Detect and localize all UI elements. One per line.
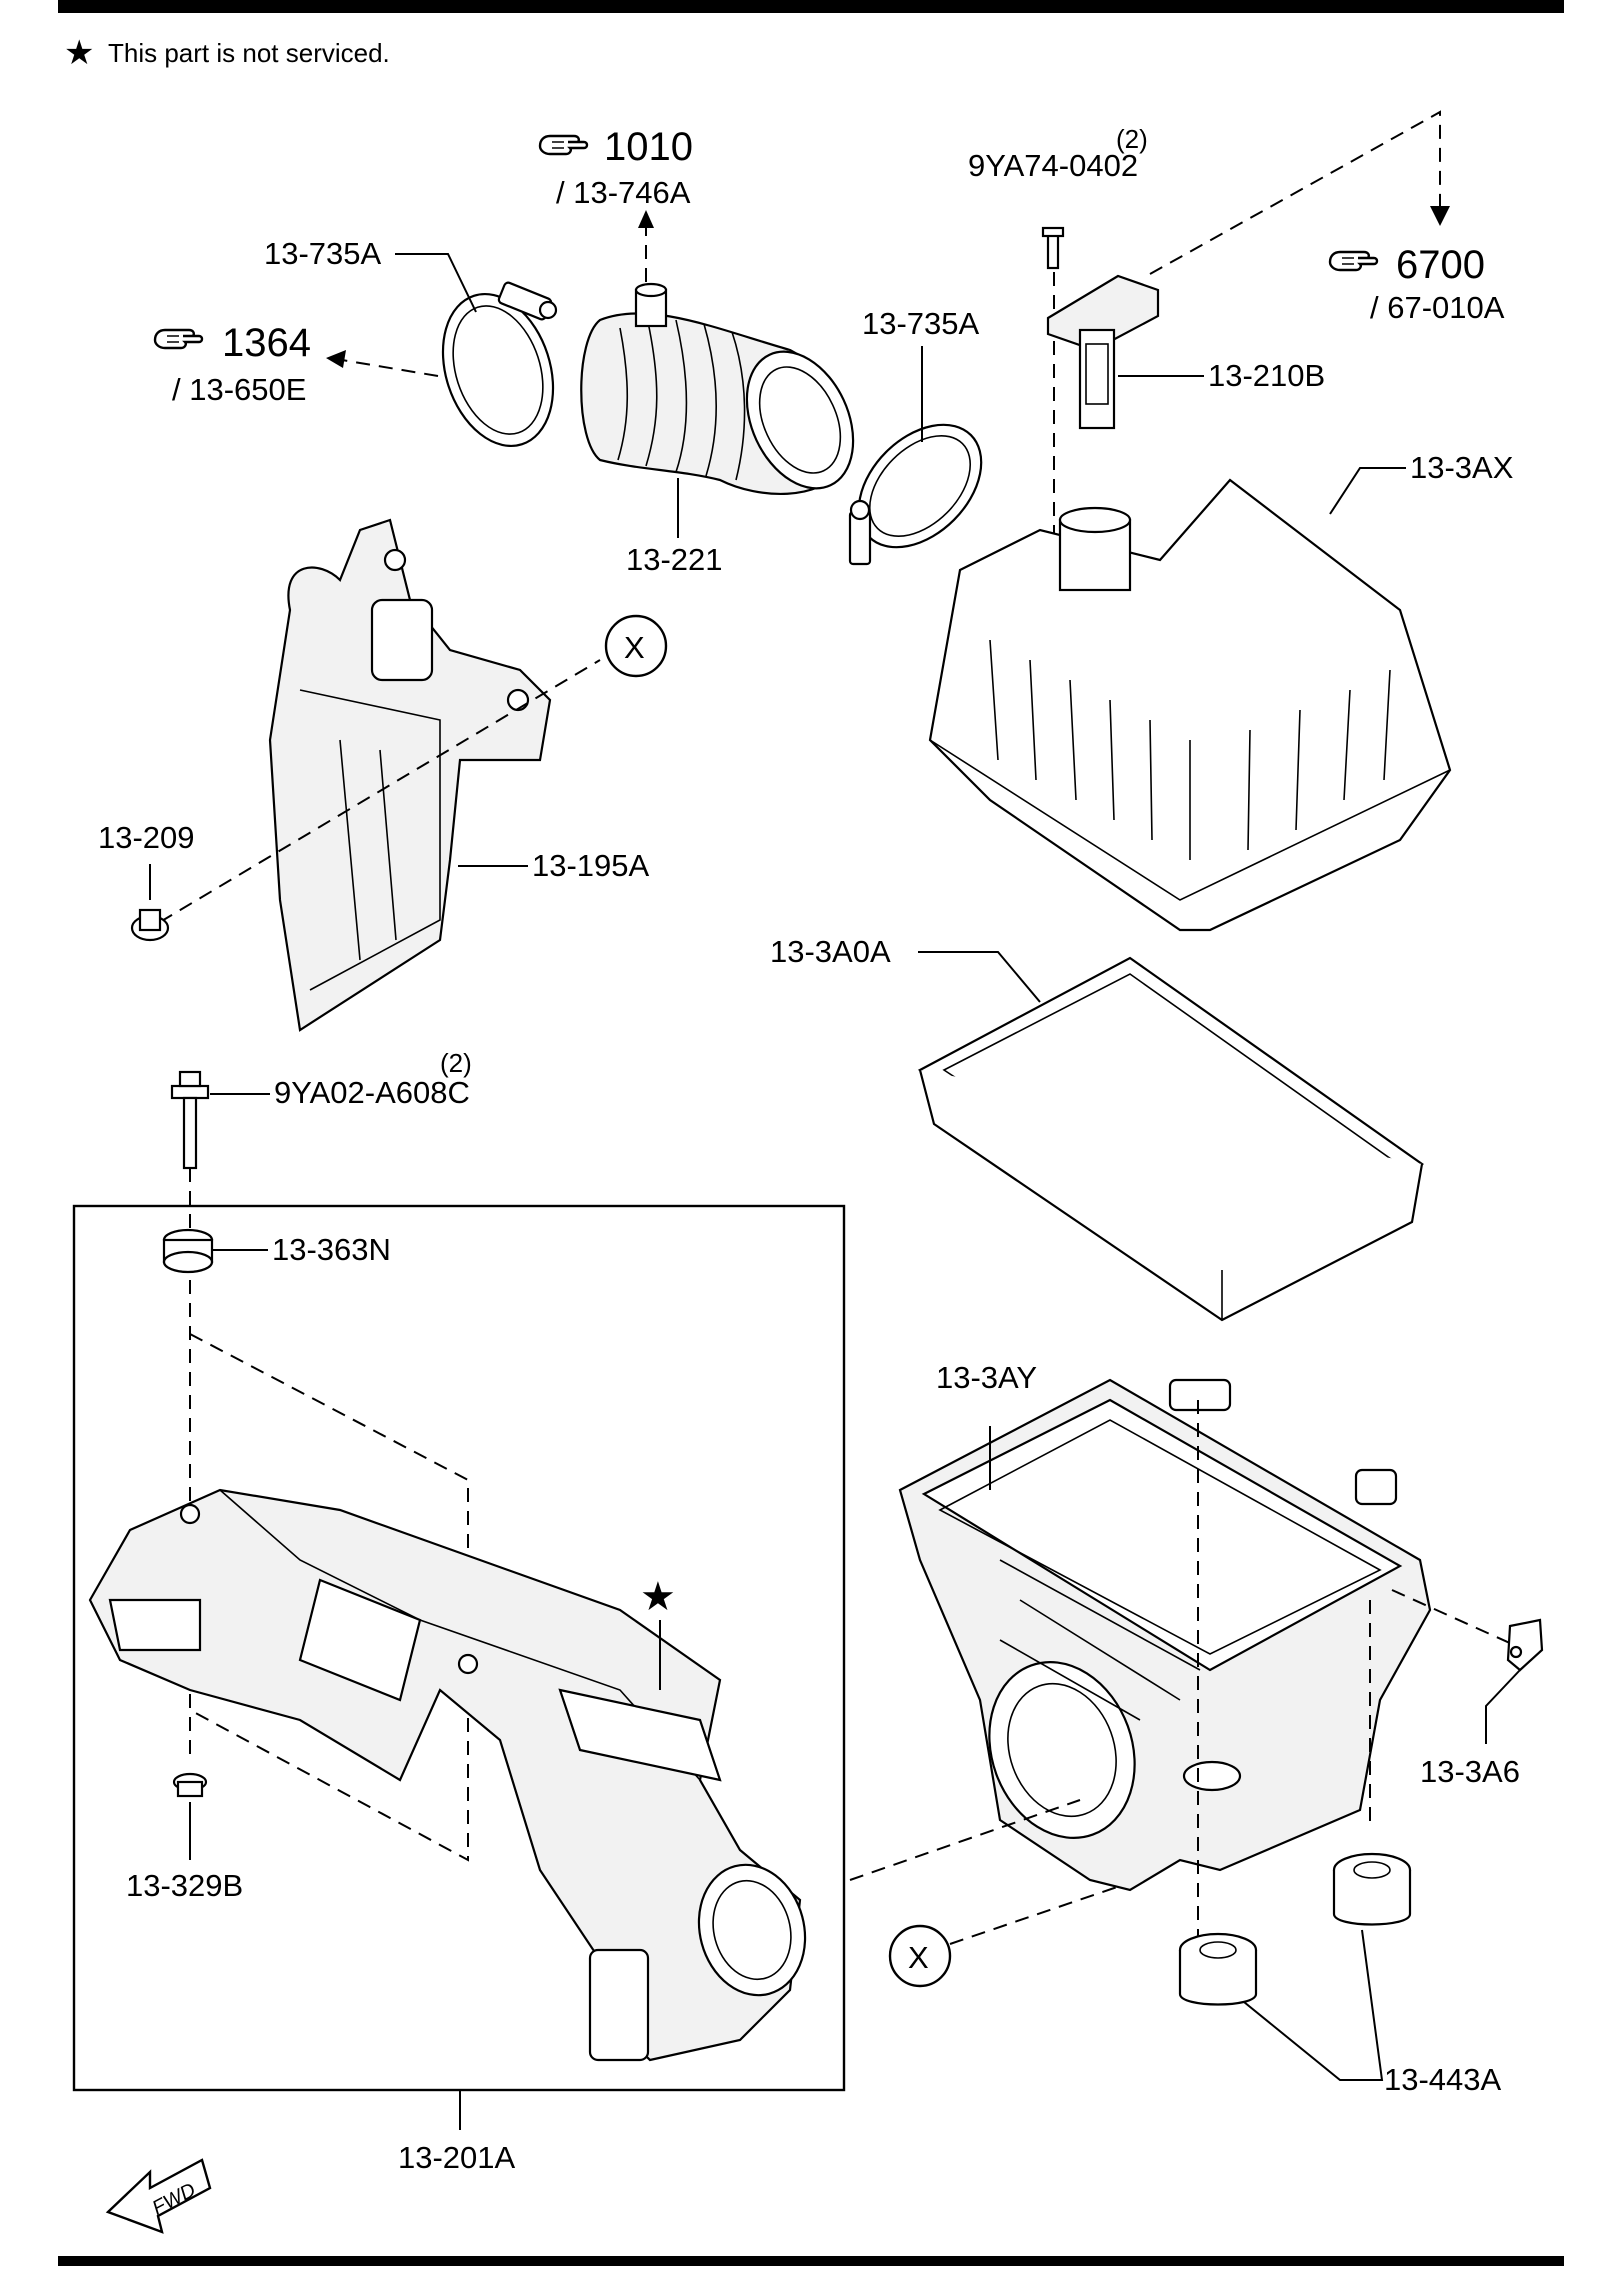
- arrow-6700-icon: [1430, 206, 1450, 226]
- label-13-735A-right: 13-735A: [862, 306, 980, 341]
- svg-text:1010: 1010: [604, 125, 693, 169]
- air-filter[interactable]: [917, 956, 1425, 1322]
- leader-case-x2: [949, 1885, 1121, 1945]
- top-border: [58, 0, 1564, 13]
- leader-1364: [341, 359, 439, 377]
- label-13-3AX: 13-3AX: [1410, 450, 1514, 485]
- leader-insulators: [1243, 1929, 1384, 2081]
- arrow-1364-icon: [326, 350, 346, 368]
- svg-text:/ 13-650E: / 13-650E: [172, 372, 306, 407]
- label-13-735A-left: 13-735A: [264, 236, 382, 271]
- svg-text:X: X: [908, 1940, 929, 1975]
- leader-6700: [1149, 110, 1441, 275]
- svg-text:1364: 1364: [222, 321, 311, 365]
- air-duct[interactable]: [88, 1488, 819, 2062]
- label-13-363N: 13-363N: [272, 1232, 391, 1267]
- callout-x-bottom[interactable]: X: [888, 1924, 952, 1988]
- label-13-201A: 13-201A: [398, 2140, 516, 2175]
- label-13-3A6: 13-3A6: [1420, 1754, 1520, 1789]
- air-hose[interactable]: [580, 282, 874, 506]
- callout-x-top[interactable]: X: [604, 614, 668, 678]
- label-bolt-qty: (2): [440, 1048, 472, 1078]
- duct-star: ★: [640, 1575, 676, 1619]
- clip[interactable]: [130, 908, 170, 942]
- label-13-443A: 13-443A: [1384, 2062, 1502, 2097]
- label-13-209: 13-209: [98, 820, 195, 855]
- insulator-left[interactable]: [1178, 1932, 1258, 2006]
- label-13-3A0A: 13-3A0A: [770, 934, 891, 969]
- leader-case-x: [849, 1799, 1081, 1881]
- leader-resonator-x: [159, 659, 601, 923]
- label-screw-qty: (2): [1116, 124, 1148, 154]
- leader-cover: [1329, 467, 1406, 515]
- screw[interactable]: [1041, 226, 1065, 270]
- label-13-3AY: 13-3AY: [936, 1360, 1037, 1395]
- collar[interactable]: [172, 1772, 208, 1798]
- label-13-210B: 13-210B: [1208, 358, 1325, 393]
- note-star: ★: [64, 34, 94, 72]
- insulator-right[interactable]: [1332, 1852, 1412, 1926]
- air-cleaner-case[interactable]: [898, 1378, 1432, 1892]
- label-13-195A: 13-195A: [532, 848, 650, 883]
- bottom-border: [58, 2256, 1564, 2266]
- svg-text:6700: 6700: [1396, 243, 1485, 287]
- svg-text:/ 13-746A: / 13-746A: [556, 175, 691, 210]
- maf-sensor[interactable]: [1046, 274, 1160, 430]
- bracket[interactable]: [1506, 1618, 1544, 1672]
- bolt[interactable]: [170, 1070, 210, 1170]
- label-13-221: 13-221: [626, 542, 723, 577]
- label-9YA74-0402: 9YA74-0402: [968, 148, 1138, 183]
- label-13-329B: 13-329B: [126, 1868, 243, 1903]
- duct-mount-dash: [189, 1333, 469, 1862]
- leader-bracket: [1485, 1669, 1521, 1744]
- fwd-arrow-icon: FWD: [105, 2158, 212, 2234]
- label-9YA02-A608C: 9YA02-A608C: [274, 1075, 470, 1110]
- leader-clamp-left: [395, 253, 477, 313]
- reference-1364[interactable]: 1364 / 13-650E: [153, 321, 311, 407]
- grommet[interactable]: [162, 1228, 214, 1274]
- resonator[interactable]: [268, 518, 552, 1032]
- reference-1010[interactable]: 1010 / 13-746A: [538, 125, 693, 210]
- not-serviced-note: This part is not serviced.: [108, 38, 390, 68]
- air-cleaner-cover[interactable]: [928, 478, 1452, 932]
- svg-text:/ 67-010A: / 67-010A: [1370, 290, 1505, 325]
- arrow-1010-icon: [638, 210, 654, 228]
- hose-clamp-right[interactable]: [835, 401, 1005, 571]
- leader-filter: [918, 951, 1041, 1003]
- svg-text:X: X: [624, 630, 645, 665]
- reference-6700[interactable]: 6700 / 67-010A: [1328, 243, 1505, 325]
- hose-clamp-left[interactable]: [424, 280, 571, 461]
